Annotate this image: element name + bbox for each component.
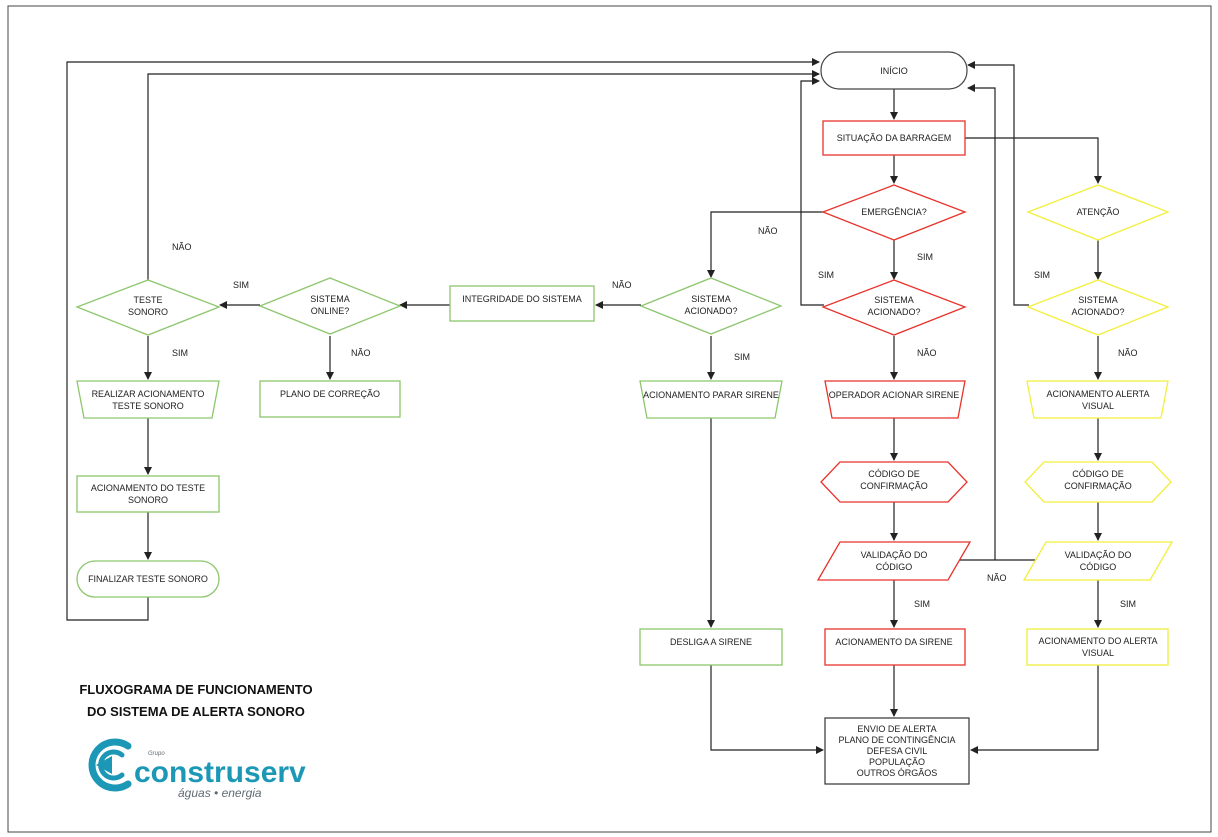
node-acion-alerta-l2: VISUAL [1082, 648, 1114, 658]
node-alerta-visual-l1: ACIONAMENTO ALERTA [1046, 389, 1149, 399]
edge-label-sim: SIM [734, 352, 750, 362]
brand-logo: Grupo construserv águas • energia [88, 738, 306, 800]
node-acionamento-teste: ACIONAMENTO DO TESTE SONORO [76, 475, 220, 513]
node-sistema-acionado-red: SISTEMA ACIONADO? [821, 279, 967, 336]
node-finalizar-label: FINALIZAR TESTE SONORO [88, 574, 208, 584]
logo-mark-icon [88, 738, 132, 792]
edge-label-nao: NÃO [987, 573, 1007, 583]
page-border [7, 5, 1212, 833]
edge-label-nao: NÃO [172, 242, 192, 252]
node-envio-l5: OUTROS ÓRGÃOS [857, 768, 938, 778]
node-validacao-red-l2: CÓDIGO [876, 562, 913, 572]
node-operador: OPERADOR ACIONAR SIRENE [824, 380, 966, 419]
node-teste-sonoro-l1: TESTE [133, 295, 162, 305]
node-acion-sirene-label: ACIONAMENTO DA SIRENE [835, 637, 952, 647]
node-desliga-sirene: DESLIGA A SIRENE [639, 628, 783, 666]
edge-labels: NÃO SIM SIM NÃO NÃO SIM NÃO SIM SIM NÃO … [172, 226, 1138, 609]
node-sistema-acionado-yellow: SISTEMA ACIONADO? [1026, 279, 1170, 336]
node-situacao-label: SITUAÇÃO DA BARRAGEM [837, 133, 952, 143]
node-envio-l1: ENVIO DE ALERTA [857, 724, 936, 734]
node-sistema-acionado-red-l1: SISTEMA [874, 295, 914, 305]
node-realizar-l1: REALIZAR ACIONAMENTO [92, 389, 205, 399]
node-validacao-yellow: VALIDAÇÃO DO CÓDIGO [1022, 541, 1174, 581]
node-plano-correcao: PLANO DE CORREÇÃO [259, 380, 401, 418]
node-acionamento-alerta: ACIONAMENTO DO ALERTA VISUAL [1026, 628, 1169, 666]
node-codigo-yellow: CÓDIGO DE CONFIRMAÇÃO [1024, 461, 1172, 503]
edge-label-sim: SIM [917, 252, 933, 262]
node-atencao-label: ATENÇÃO [1077, 207, 1120, 217]
edge-label-sim: SIM [1120, 599, 1136, 609]
node-situacao-barragem: SITUAÇÃO DA BARRAGEM [822, 120, 966, 156]
node-inicio: INÍCIO [820, 51, 968, 90]
node-realizar-acionamento: REALIZAR ACIONAMENTO TESTE SONORO [76, 380, 220, 419]
node-plano-correcao-label: PLANO DE CORREÇÃO [280, 389, 380, 399]
node-acion-teste-l2: SONORO [128, 495, 168, 505]
node-sistema-acionado-red-l2: ACIONADO? [867, 307, 920, 317]
node-atencao: ATENÇÃO [1026, 184, 1170, 241]
brand-grupo: Grupo [148, 751, 165, 757]
node-sistema-acionado-green: SISTEMA ACIONADO? [639, 277, 783, 335]
node-validacao-red-l1: VALIDAÇÃO DO [861, 550, 928, 560]
brand-name: construserv [134, 756, 306, 789]
connectors [66, 58, 1102, 754]
node-sistema-online: SISTEMA ONLINE? [258, 277, 402, 335]
node-acion-alerta-l1: ACIONAMENTO DO ALERTA [1038, 636, 1157, 646]
node-finalizar-teste: FINALIZAR TESTE SONORO [76, 560, 220, 598]
node-validacao-red: VALIDAÇÃO DO CÓDIGO [816, 541, 972, 581]
edge-label-sim: SIM [1034, 270, 1050, 280]
edge-label-sim: SIM [172, 348, 188, 358]
node-integridade: INTEGRIDADE DO SISTEMA [449, 285, 595, 322]
node-envio-l3: DEFESA CIVIL [867, 746, 928, 756]
node-envio-l4: POPULAÇÃO [869, 757, 925, 767]
node-realizar-l2: TESTE SONORO [112, 401, 184, 411]
node-sistema-acionado-yellow-l1: SISTEMA [1078, 295, 1118, 305]
node-alerta-visual-l2: VISUAL [1082, 401, 1114, 411]
edge-label-nao: NÃO [758, 226, 778, 236]
node-sistema-acionado-green-l2: ACIONADO? [684, 306, 737, 316]
node-integridade-label: INTEGRIDADE DO SISTEMA [462, 294, 582, 304]
node-operador-label: OPERADOR ACIONAR SIRENE [829, 390, 960, 400]
node-validacao-yellow-l1: VALIDAÇÃO DO [1065, 550, 1132, 560]
diagram-title-line2: DO SISTEMA DE ALERTA SONORO [87, 704, 305, 719]
node-acionamento-sirene: ACIONAMENTO DA SIRENE [824, 628, 966, 666]
edge-label-nao: NÃO [351, 348, 371, 358]
node-desliga-label: DESLIGA A SIRENE [670, 637, 752, 647]
node-emergencia-label: EMERGÊNCIA? [861, 207, 927, 217]
node-codigo-red-l2: CONFIRMAÇÃO [860, 481, 928, 491]
node-parar-sirene-label: ACIONAMENTO PARAR SIRENE [643, 390, 779, 400]
brand-tagline: águas • energia [178, 786, 262, 800]
node-inicio-label: INÍCIO [880, 66, 908, 76]
node-sistema-acionado-green-l1: SISTEMA [691, 294, 731, 304]
node-sistema-online-l2: ONLINE? [311, 306, 350, 316]
edge-label-nao: NÃO [917, 348, 937, 358]
node-acion-teste-l1: ACIONAMENTO DO TESTE [91, 483, 205, 493]
edge-label-sim: SIM [914, 599, 930, 609]
edge-label-nao: NÃO [1118, 348, 1138, 358]
node-codigo-yellow-l2: CONFIRMAÇÃO [1064, 481, 1132, 491]
edge-label-nao: NÃO [612, 280, 632, 290]
diagram-title-line1: FLUXOGRAMA DE FUNCIONAMENTO [79, 682, 312, 697]
node-sistema-acionado-yellow-l2: ACIONADO? [1071, 307, 1124, 317]
node-envio-alerta: ENVIO DE ALERTA PLANO DE CONTINGÊNCIA DE… [824, 717, 970, 785]
node-codigo-yellow-l1: CÓDIGO DE [1072, 469, 1124, 479]
node-teste-sonoro: TESTE SONORO [75, 279, 221, 336]
node-codigo-red: CÓDIGO DE CONFIRMAÇÃO [820, 461, 968, 503]
node-emergencia: EMERGÊNCIA? [821, 184, 967, 241]
node-teste-sonoro-l2: SONORO [128, 307, 168, 317]
edge-label-sim: SIM [233, 280, 249, 290]
node-alerta-visual: ACIONAMENTO ALERTA VISUAL [1026, 380, 1169, 419]
node-sistema-online-l1: SISTEMA [310, 294, 350, 304]
node-validacao-yellow-l2: CÓDIGO [1080, 562, 1117, 572]
edge-label-sim: SIM [818, 270, 834, 280]
node-codigo-red-l1: CÓDIGO DE [868, 469, 920, 479]
node-envio-l2: PLANO DE CONTINGÊNCIA [838, 735, 955, 745]
node-parar-sirene: ACIONAMENTO PARAR SIRENE [639, 380, 783, 419]
